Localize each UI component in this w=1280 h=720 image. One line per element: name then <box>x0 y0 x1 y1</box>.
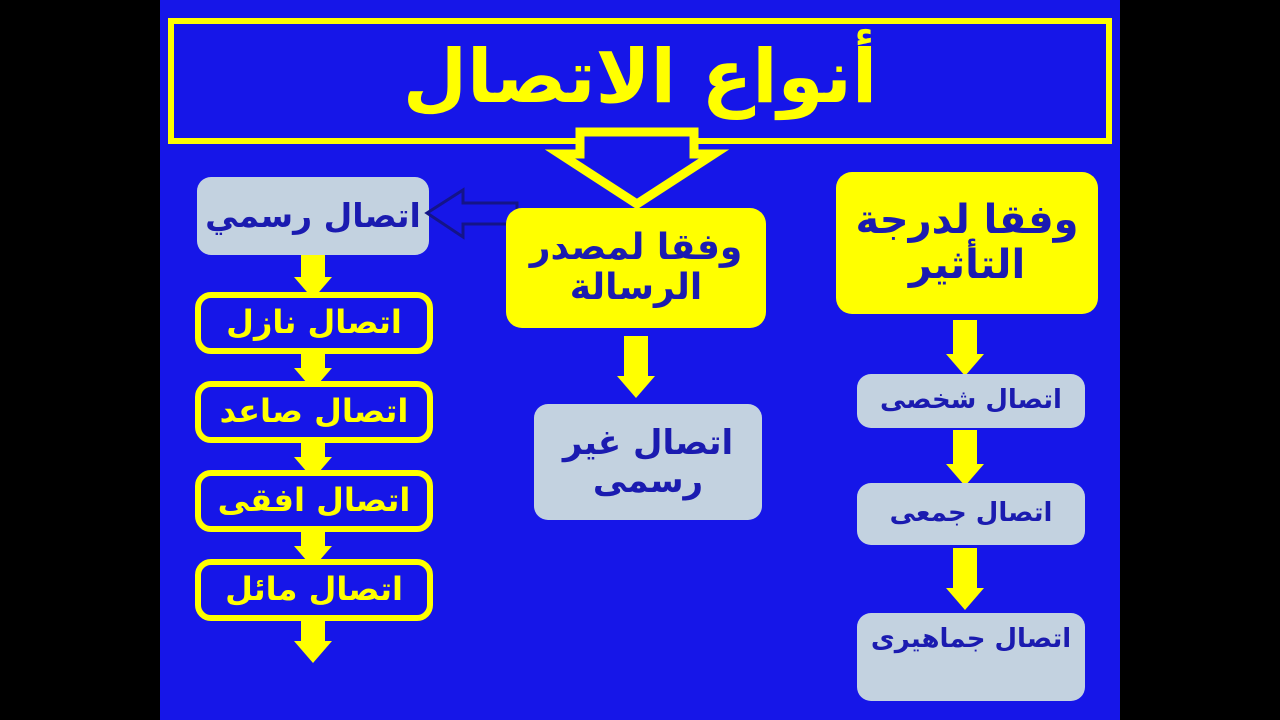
node-center-item-line2: رسمى <box>592 461 704 501</box>
node-right-item-0[interactable]: اتصال شخصى <box>857 374 1085 428</box>
arrow-right-3 <box>940 548 990 610</box>
node-center-item[interactable]: اتصال غير رسمى <box>534 404 762 520</box>
arrow-right-1 <box>940 320 990 376</box>
node-left-item-2-label: اتصال افقى <box>217 481 411 520</box>
node-right-heading[interactable]: وفقا لدرجة التأثير <box>836 172 1098 314</box>
arrow-left-5 <box>288 619 338 665</box>
page-title: أنواع الاتصال <box>402 34 878 120</box>
letterbox-left <box>0 0 160 720</box>
node-center-item-line1: اتصال غير <box>562 422 734 463</box>
node-right-item-2[interactable]: اتصال جماهيرى <box>857 613 1085 701</box>
node-right-heading-line1: وفقا لدرجة <box>855 197 1079 244</box>
slide-canvas: أنواع الاتصال اتصال رسمي اتصال نازل اتصا… <box>160 0 1120 720</box>
node-left-item-3-label: اتصال مائل <box>225 570 403 609</box>
node-left-item-1[interactable]: اتصال صاعد <box>195 381 433 443</box>
node-left-heading[interactable]: اتصال رسمي <box>197 177 429 255</box>
node-left-item-0-label: اتصال نازل <box>226 303 402 342</box>
node-left-heading-label: اتصال رسمي <box>205 195 421 235</box>
node-right-item-1-label: اتصال جمعى <box>889 498 1053 529</box>
node-left-item-1-label: اتصال صاعد <box>219 392 409 431</box>
node-left-item-2[interactable]: اتصال افقى <box>195 470 433 532</box>
node-left-item-0[interactable]: اتصال نازل <box>195 292 433 354</box>
node-center-heading-line2: الرسالة <box>569 267 703 308</box>
node-right-item-2-label: اتصال جماهيرى <box>870 624 1072 654</box>
node-right-heading-line2: التأثير <box>908 242 1026 288</box>
slide-title-box: أنواع الاتصال <box>168 18 1112 144</box>
node-center-heading[interactable]: وفقا لمصدر الرسالة <box>506 208 766 328</box>
arrow-right-2 <box>940 430 990 486</box>
node-left-item-3[interactable]: اتصال مائل <box>195 559 433 621</box>
title-to-center-arrow <box>544 127 730 210</box>
letterbox-right <box>1120 0 1280 720</box>
node-right-item-1[interactable]: اتصال جمعى <box>857 483 1085 545</box>
node-center-heading-line1: وفقا لمصدر <box>529 226 743 268</box>
node-right-item-0-label: اتصال شخصى <box>880 385 1062 416</box>
arrow-center-1 <box>611 336 661 398</box>
